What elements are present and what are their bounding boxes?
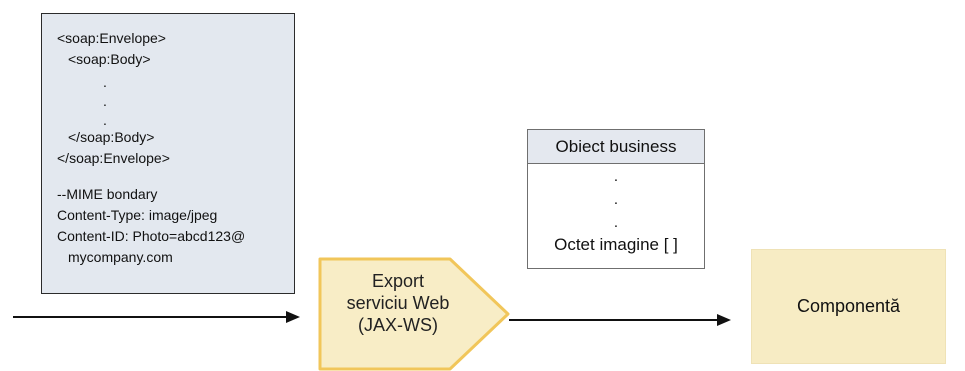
ellipsis-dot: .: [103, 93, 107, 109]
business-object-box: Obiect business . . . Octet imagine [ ]: [527, 129, 705, 269]
soap-message-box: <soap:Envelope> <soap:Body> . . . </soap…: [41, 13, 295, 294]
export-label-line: Export: [371, 271, 425, 291]
content-type-line: Content-Type: image/jpeg: [57, 207, 218, 223]
export-shape: [318, 257, 510, 371]
mime-boundary: --MIME bondary: [57, 186, 158, 202]
ellipsis-dot: .: [613, 168, 619, 185]
soap-envelope-close: </soap:Envelope>: [57, 150, 170, 166]
ellipsis-dot: .: [613, 214, 619, 231]
arrow-to-component: [509, 314, 731, 326]
soap-body-close: </soap:Body>: [68, 129, 155, 145]
ellipsis-dot: .: [613, 191, 619, 208]
export-label: Export serviciu Web (JAX-WS): [318, 270, 478, 336]
export-pentagon: [318, 257, 510, 371]
export-label-line: serviciu Web: [346, 293, 450, 313]
content-id-domain: mycompany.com: [68, 249, 173, 265]
ellipsis-dot: .: [103, 74, 107, 90]
soap-envelope-open: <soap:Envelope>: [57, 30, 166, 46]
business-object-header: Obiect business: [528, 130, 704, 164]
component-box: Componentă: [751, 249, 946, 364]
component-label: Componentă: [796, 296, 901, 316]
export-label-line: (JAX-WS): [358, 315, 438, 335]
arrow-to-export: [13, 311, 300, 323]
image-bytes-field: Octet imagine [ ]: [554, 235, 678, 254]
ellipsis-dot: .: [103, 112, 107, 128]
soap-body-open: <soap:Body>: [68, 51, 151, 67]
content-id-line: Content-ID: Photo=abcd123@: [57, 228, 246, 244]
